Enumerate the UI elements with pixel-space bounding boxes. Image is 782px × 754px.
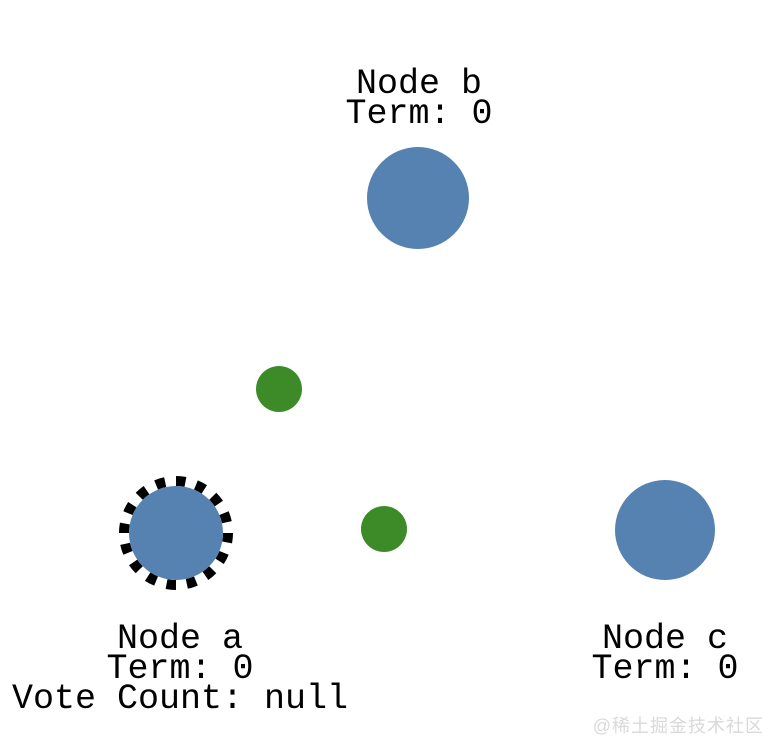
node-a-circle[interactable] (129, 486, 223, 580)
node-b-label: Node b Term: 0 (345, 64, 493, 134)
node-b-name: Node b (355, 64, 483, 104)
node-c-term: Term: 0 (591, 649, 739, 689)
node-c-label: Node c Term: 0 (591, 619, 739, 689)
node-b-circle[interactable] (367, 147, 469, 249)
node-b-term: Term: 0 (345, 94, 493, 134)
node-a-candidate-ring-icon (119, 476, 233, 590)
message-circle-1 (256, 366, 302, 412)
message-circle-2 (361, 506, 407, 552)
node-c-name: Node c (601, 619, 729, 659)
node-a-vote-count: Vote Count: null (11, 679, 349, 719)
node-c-circle[interactable] (615, 480, 715, 580)
node-a-name: Node a (116, 619, 244, 659)
node-a-term: Term: 0 (106, 649, 254, 689)
node-a-label: Node a Term: 0 Vote Count: null (11, 619, 349, 719)
watermark: @稀土掘金技术社区 (592, 716, 764, 736)
